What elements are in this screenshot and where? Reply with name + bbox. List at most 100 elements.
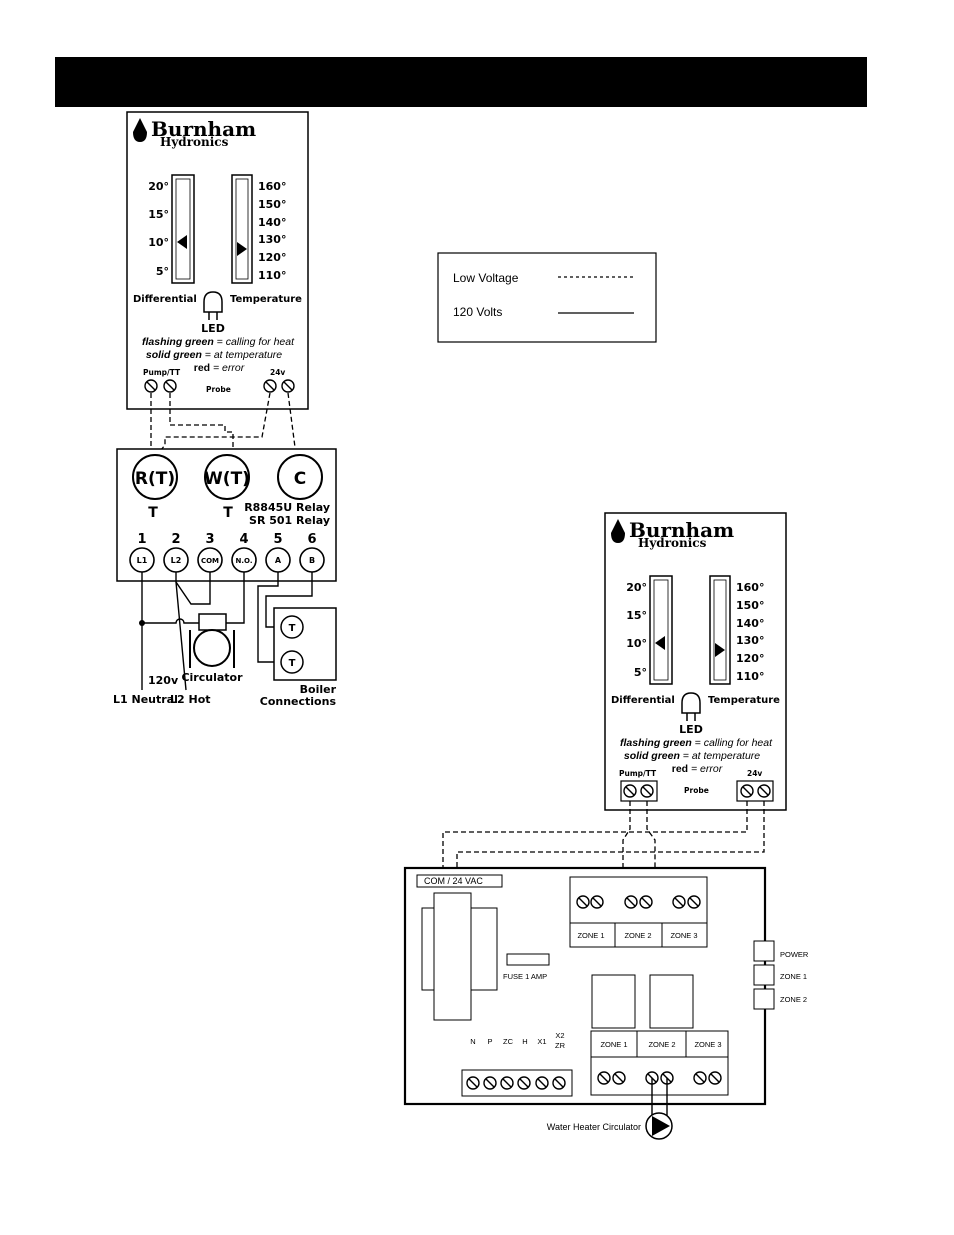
boiler-terminal[interactable] [280, 615, 304, 639]
l2-hot-label: L2 Hot [170, 693, 211, 706]
zone-label: ZONE 2 [648, 1040, 675, 1049]
l1-neutral-label: L1 Neutral [113, 693, 178, 706]
zone-terminal-screw[interactable] [672, 895, 686, 909]
terminal-label: L1 [137, 556, 148, 565]
24v-terminal-screw[interactable] [740, 784, 754, 798]
legend-solid: solid green = at temperature [624, 750, 760, 762]
pump-terminal-screw[interactable] [640, 784, 654, 798]
rt-terminal[interactable] [132, 454, 178, 500]
24v-label: 24v [747, 769, 762, 778]
p-terminal-screw[interactable] [483, 1076, 497, 1090]
pump-tt-label: Pump/TT [143, 368, 181, 377]
temperature-slider-icon[interactable] [715, 643, 725, 657]
led-label: LED [679, 723, 703, 736]
120v-label: 120v [148, 674, 179, 687]
zone-label: ZONE 2 [624, 931, 651, 940]
led-icon [681, 692, 701, 721]
temp-tick: 130° [258, 233, 286, 246]
zone2-led [753, 988, 775, 1010]
rt-label: R(T) [135, 469, 175, 489]
terminal-label: H [522, 1037, 527, 1046]
terminal-number: 6 [307, 532, 316, 547]
low-voltage-label: Low Voltage [453, 271, 519, 285]
zone-terminal-screw[interactable] [576, 895, 590, 909]
h-terminal-screw[interactable] [517, 1076, 531, 1090]
temp-tick: 130° [736, 634, 764, 647]
line-voltage-wires-relay [141, 572, 313, 691]
relay-name: R8845U Relay [244, 501, 330, 514]
circulator-label: Circulator [181, 671, 243, 684]
24v-terminal-screw[interactable] [757, 784, 771, 798]
relay-box: R(T) W(T) C T T R8845U Relay SR 501 Rela… [116, 448, 337, 582]
burnham-logo: Burnham Hydronics [611, 518, 734, 550]
temperature-slider-track[interactable] [709, 575, 731, 685]
zone-output-screw[interactable] [708, 1071, 722, 1085]
terminal-label: X2 [555, 1031, 564, 1040]
24v-terminal-screw[interactable] [281, 379, 295, 393]
zone-output-screw[interactable] [597, 1071, 611, 1085]
legend-solid: solid green = at temperature [146, 349, 282, 361]
zone-label: ZONE 1 [600, 1040, 627, 1049]
brand-name: Burnham [151, 117, 256, 141]
probe-label: Probe [684, 786, 709, 795]
temperature-slider-track[interactable] [231, 174, 253, 284]
terminal-number: 4 [239, 532, 248, 547]
zone-terminal-screw[interactable] [639, 895, 653, 909]
zone2-led-label: ZONE 2 [780, 995, 807, 1004]
terminal-label: B [309, 556, 315, 565]
power-led [753, 940, 775, 962]
wt-terminal[interactable] [204, 454, 250, 500]
led-icon [203, 291, 223, 320]
differential-slider-track[interactable] [649, 575, 673, 685]
water-heater-circulator-label: Water Heater Circulator [547, 1122, 641, 1132]
diff-tick: 5° [156, 265, 169, 278]
n-terminal-screw[interactable] [466, 1076, 480, 1090]
pump-terminal-screw[interactable] [163, 379, 177, 393]
zc-terminal-screw[interactable] [500, 1076, 514, 1090]
c-label: C [294, 469, 306, 489]
temp-tick: 160° [258, 180, 286, 193]
brand-sub: Hydronics [638, 536, 707, 550]
burnham-logo: Burnham Hydronics [133, 117, 256, 149]
x2-terminal-screw[interactable] [552, 1076, 566, 1090]
zone-terminal-screw[interactable] [687, 895, 701, 909]
temperature-slider-icon[interactable] [237, 242, 247, 256]
zone-label: ZONE 1 [577, 931, 604, 940]
pump-terminal-screw[interactable] [144, 379, 158, 393]
terminal-number: 5 [273, 532, 282, 547]
zone-terminal-screw[interactable] [590, 895, 604, 909]
terminal-label: X1 [537, 1037, 546, 1046]
temp-tick: 140° [258, 216, 286, 229]
differential-slider-icon[interactable] [177, 235, 187, 249]
t-label: T [223, 505, 233, 521]
wiring-key: Low Voltage 120 Volts [437, 252, 657, 343]
brand-name: Burnham [629, 518, 734, 542]
boiler-terminal[interactable] [280, 650, 304, 674]
24v-terminal-screw[interactable] [263, 379, 277, 393]
terminal-label: P [487, 1037, 492, 1046]
temp-tick: 140° [736, 617, 764, 630]
power-led-label: POWER [780, 950, 809, 959]
brand-sub: Hydronics [160, 135, 229, 149]
temp-tick: 160° [736, 581, 764, 594]
diff-tick: 15° [626, 609, 647, 622]
24v-label: 24v [270, 368, 285, 377]
differential-slider-track[interactable] [171, 174, 195, 284]
x1-terminal-screw[interactable] [535, 1076, 549, 1090]
temperature-label: Temperature [708, 695, 780, 706]
zone-output-screw[interactable] [693, 1071, 707, 1085]
c-terminal[interactable] [277, 454, 323, 500]
differential-slider-icon[interactable] [655, 636, 665, 650]
relay-name: SR 501 Relay [249, 514, 330, 527]
pump-terminal-screw[interactable] [623, 784, 637, 798]
terminal-label: N [470, 1037, 475, 1046]
diff-tick: 5° [634, 666, 647, 679]
zone-output-screw[interactable] [612, 1071, 626, 1085]
temp-tick: 120° [736, 652, 764, 665]
zone-label: ZONE 3 [670, 931, 697, 940]
boiler-label: Boiler [300, 683, 337, 696]
terminal-number: 1 [137, 532, 146, 547]
zone-panel: COM / 24 VAC FUSE 1 AMP ZONE 1 ZONE 2 ZO… [403, 866, 809, 1106]
terminal-label: ZC [503, 1037, 514, 1046]
zone-terminal-screw[interactable] [624, 895, 638, 909]
